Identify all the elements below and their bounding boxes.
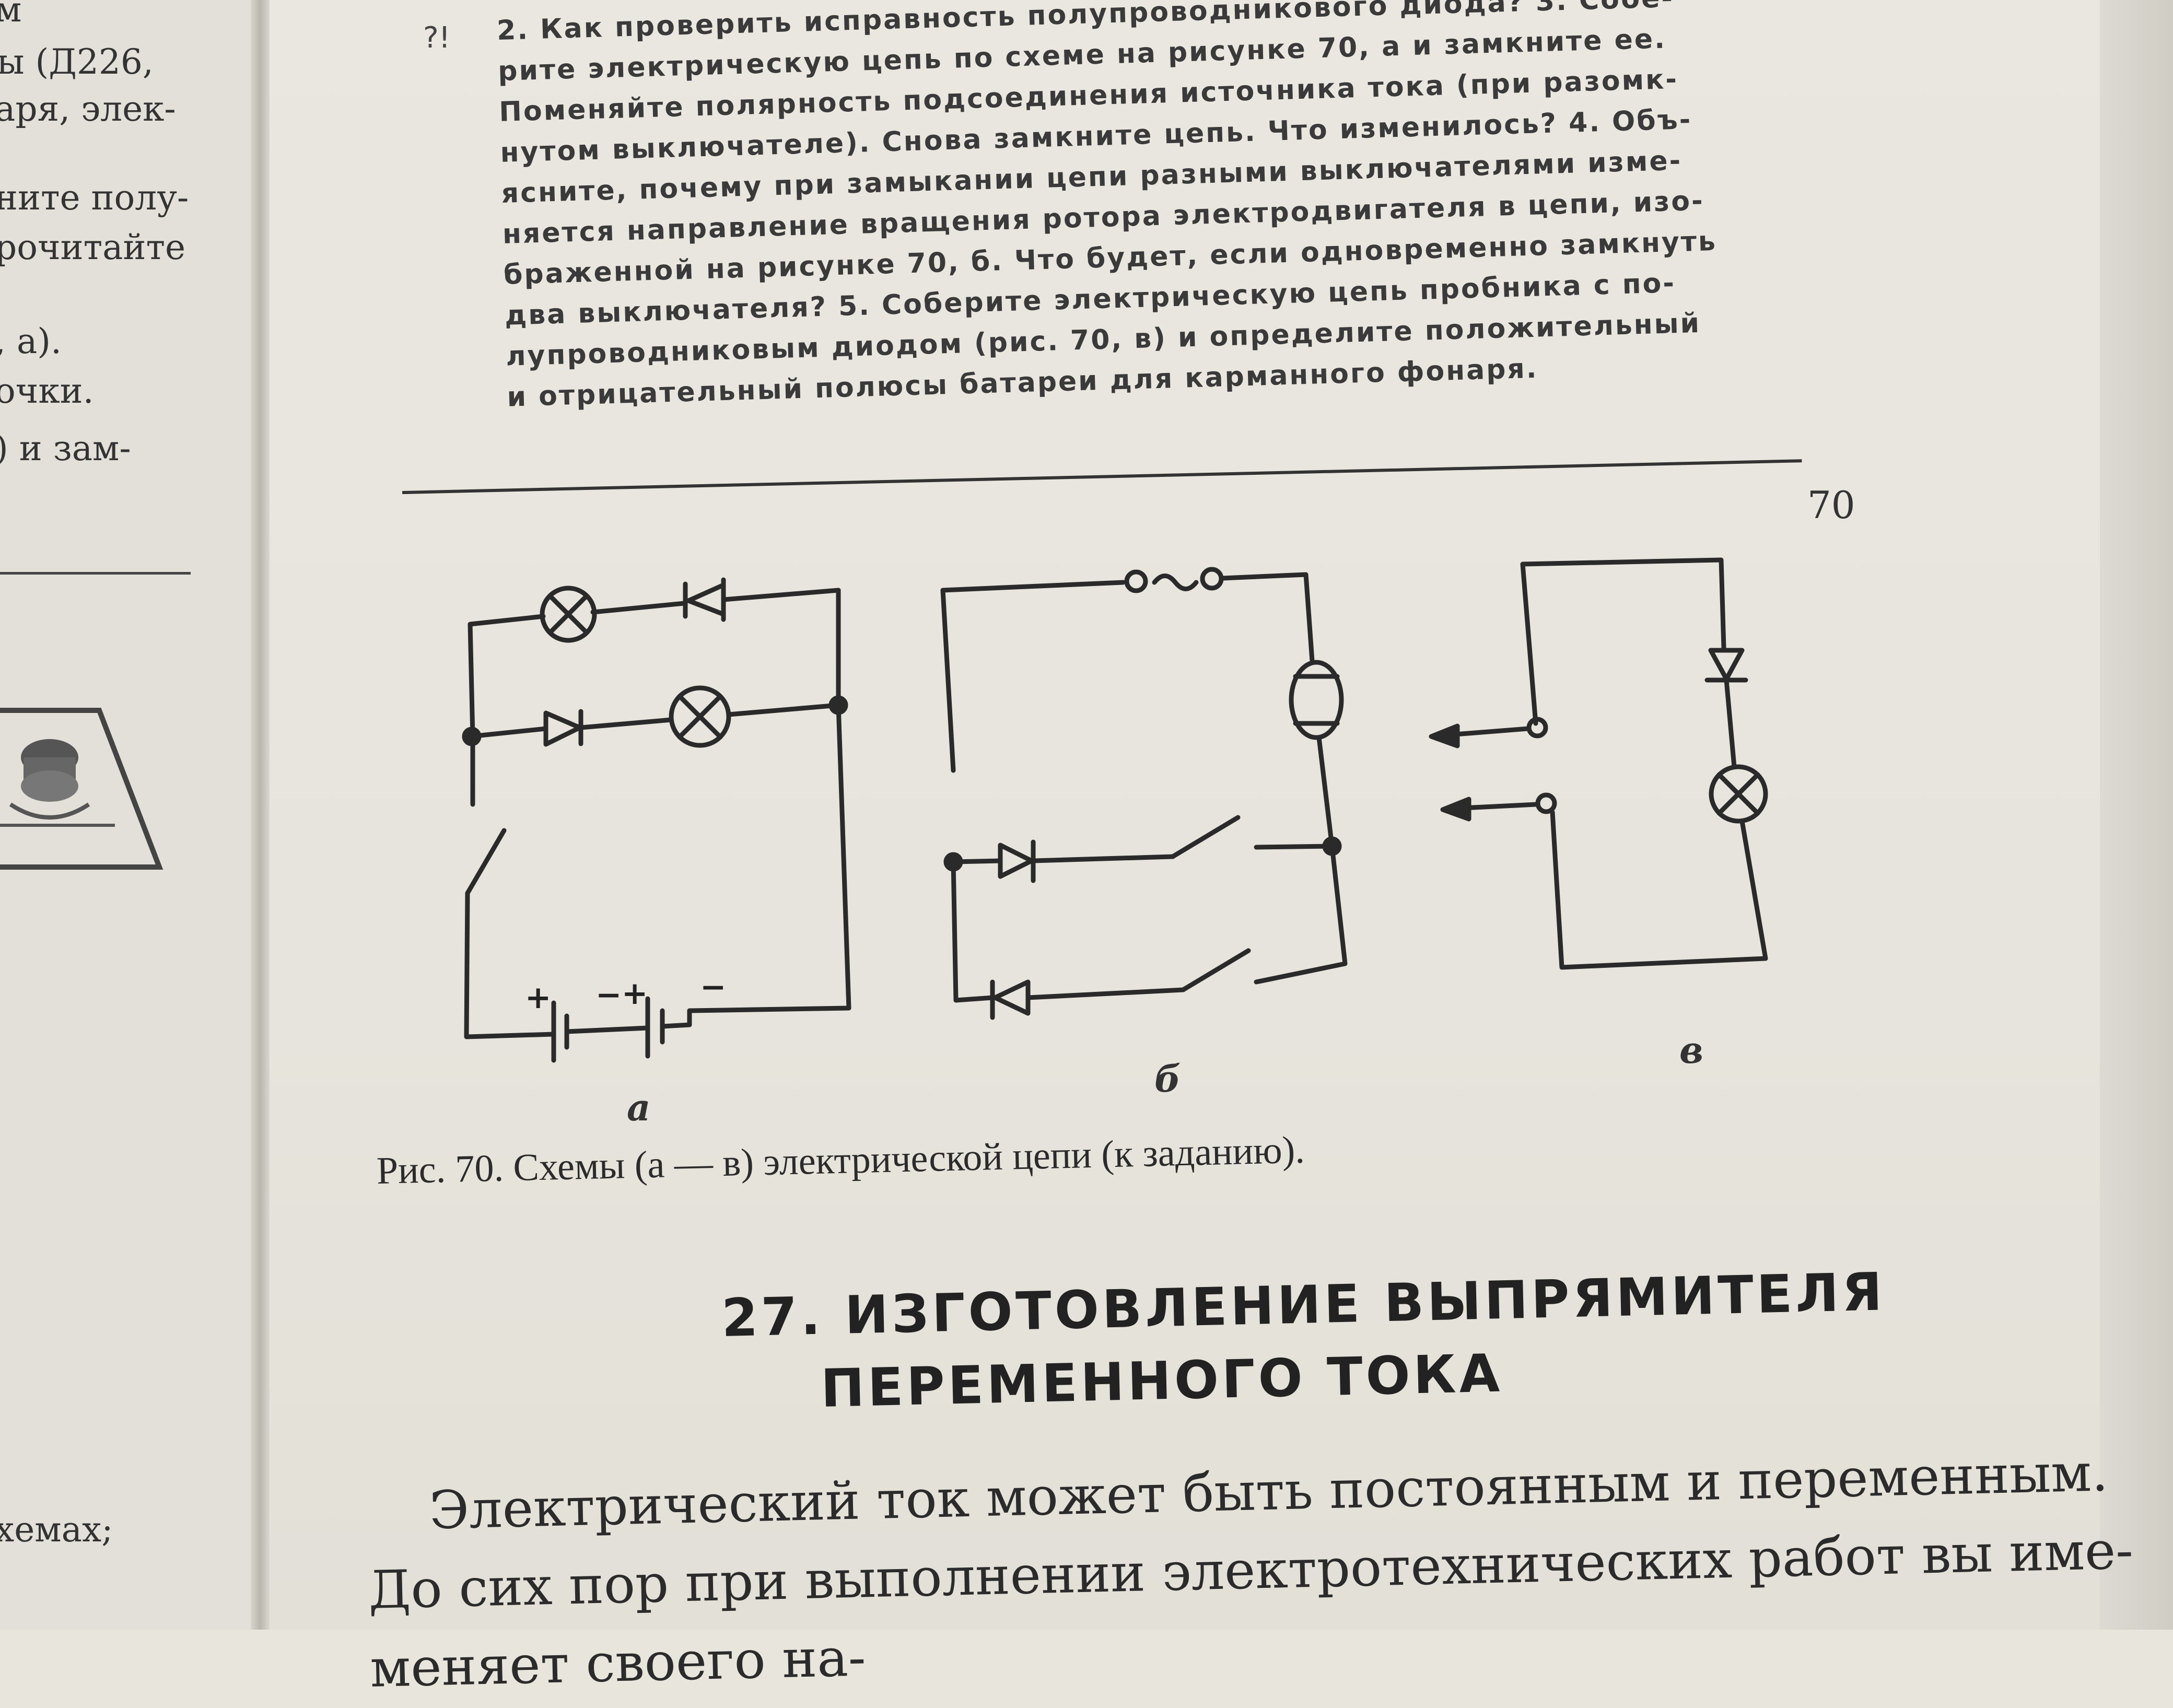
wire bbox=[940, 580, 1126, 773]
junction bbox=[828, 695, 848, 715]
circuit-diagrams: + − + − а б в bbox=[462, 557, 1768, 1129]
circuit-v bbox=[1429, 557, 1768, 970]
lamp-icon bbox=[540, 586, 597, 643]
circuit-b bbox=[940, 567, 1348, 1020]
right-page bbox=[270, 0, 2173, 1630]
arrow-icon bbox=[1440, 797, 1471, 822]
wire bbox=[687, 588, 851, 1013]
junction bbox=[462, 727, 482, 746]
diode-icon bbox=[998, 839, 1036, 883]
wire bbox=[590, 601, 687, 615]
left-page-rule bbox=[0, 572, 191, 575]
body-text: Электрический ток может быть постоянным … bbox=[366, 1434, 2134, 1708]
diode-icon bbox=[683, 577, 726, 622]
wire bbox=[1031, 854, 1175, 863]
sublabel-b: б bbox=[1154, 1057, 1181, 1101]
task-marker: ?! bbox=[423, 21, 451, 55]
wire bbox=[660, 1022, 692, 1029]
sublabel-a: а bbox=[627, 1086, 650, 1129]
terminal bbox=[1535, 792, 1557, 814]
sublabel-v: в bbox=[1679, 1028, 1703, 1072]
left-page-line: м bbox=[0, 0, 22, 30]
battery-sign: + bbox=[525, 979, 551, 1016]
left-page: м ы (Д226, аря, элек- ните полу- рочитай… bbox=[0, 0, 293, 1630]
wire bbox=[1220, 572, 1315, 663]
left-page-line: хемах; bbox=[0, 1510, 113, 1550]
circuit-a bbox=[462, 577, 851, 1063]
battery-sign: + bbox=[622, 975, 648, 1012]
switch-icon bbox=[1170, 815, 1241, 859]
wire bbox=[464, 891, 556, 1039]
left-page-line: ните полу- bbox=[0, 178, 189, 218]
battery-sign: − bbox=[700, 969, 726, 1005]
wire bbox=[468, 726, 548, 739]
wire bbox=[726, 703, 841, 717]
left-page-line: , а). bbox=[0, 321, 62, 361]
left-page-line: ) и зам- bbox=[0, 428, 131, 469]
wire bbox=[1025, 987, 1186, 1000]
wire bbox=[578, 717, 674, 730]
lamp-icon bbox=[1709, 764, 1768, 824]
lamp-icon bbox=[669, 685, 731, 748]
diode-icon bbox=[1704, 648, 1748, 683]
wire bbox=[468, 614, 546, 807]
diode-icon bbox=[990, 979, 1031, 1020]
left-page-line: аря, элек- bbox=[0, 89, 176, 129]
arrow-icon bbox=[1429, 723, 1460, 748]
wire bbox=[1254, 844, 1335, 850]
left-page-line: очки. bbox=[0, 371, 94, 411]
battery-icon bbox=[551, 996, 665, 1063]
wire bbox=[721, 588, 841, 602]
wire bbox=[1254, 735, 1348, 985]
switch-icon bbox=[1181, 948, 1251, 992]
wire bbox=[1724, 677, 1737, 769]
junction bbox=[943, 852, 963, 872]
book-spine bbox=[251, 0, 270, 1630]
battery-sign: − bbox=[595, 977, 622, 1013]
junction bbox=[1322, 836, 1342, 856]
motor-icon bbox=[1289, 660, 1344, 740]
figure-number: 70 bbox=[1807, 483, 1855, 527]
ac-source-icon bbox=[1124, 567, 1224, 593]
page-edge bbox=[2100, 0, 2173, 1630]
switch-icon bbox=[465, 828, 507, 896]
left-page-line: рочитайте bbox=[0, 227, 186, 267]
wire bbox=[1550, 810, 1768, 970]
wire bbox=[1520, 557, 1726, 726]
left-page-illustration bbox=[0, 708, 163, 870]
left-page-line: ы (Д226, bbox=[0, 42, 154, 82]
diode-icon bbox=[543, 709, 583, 747]
wire bbox=[951, 859, 995, 1003]
